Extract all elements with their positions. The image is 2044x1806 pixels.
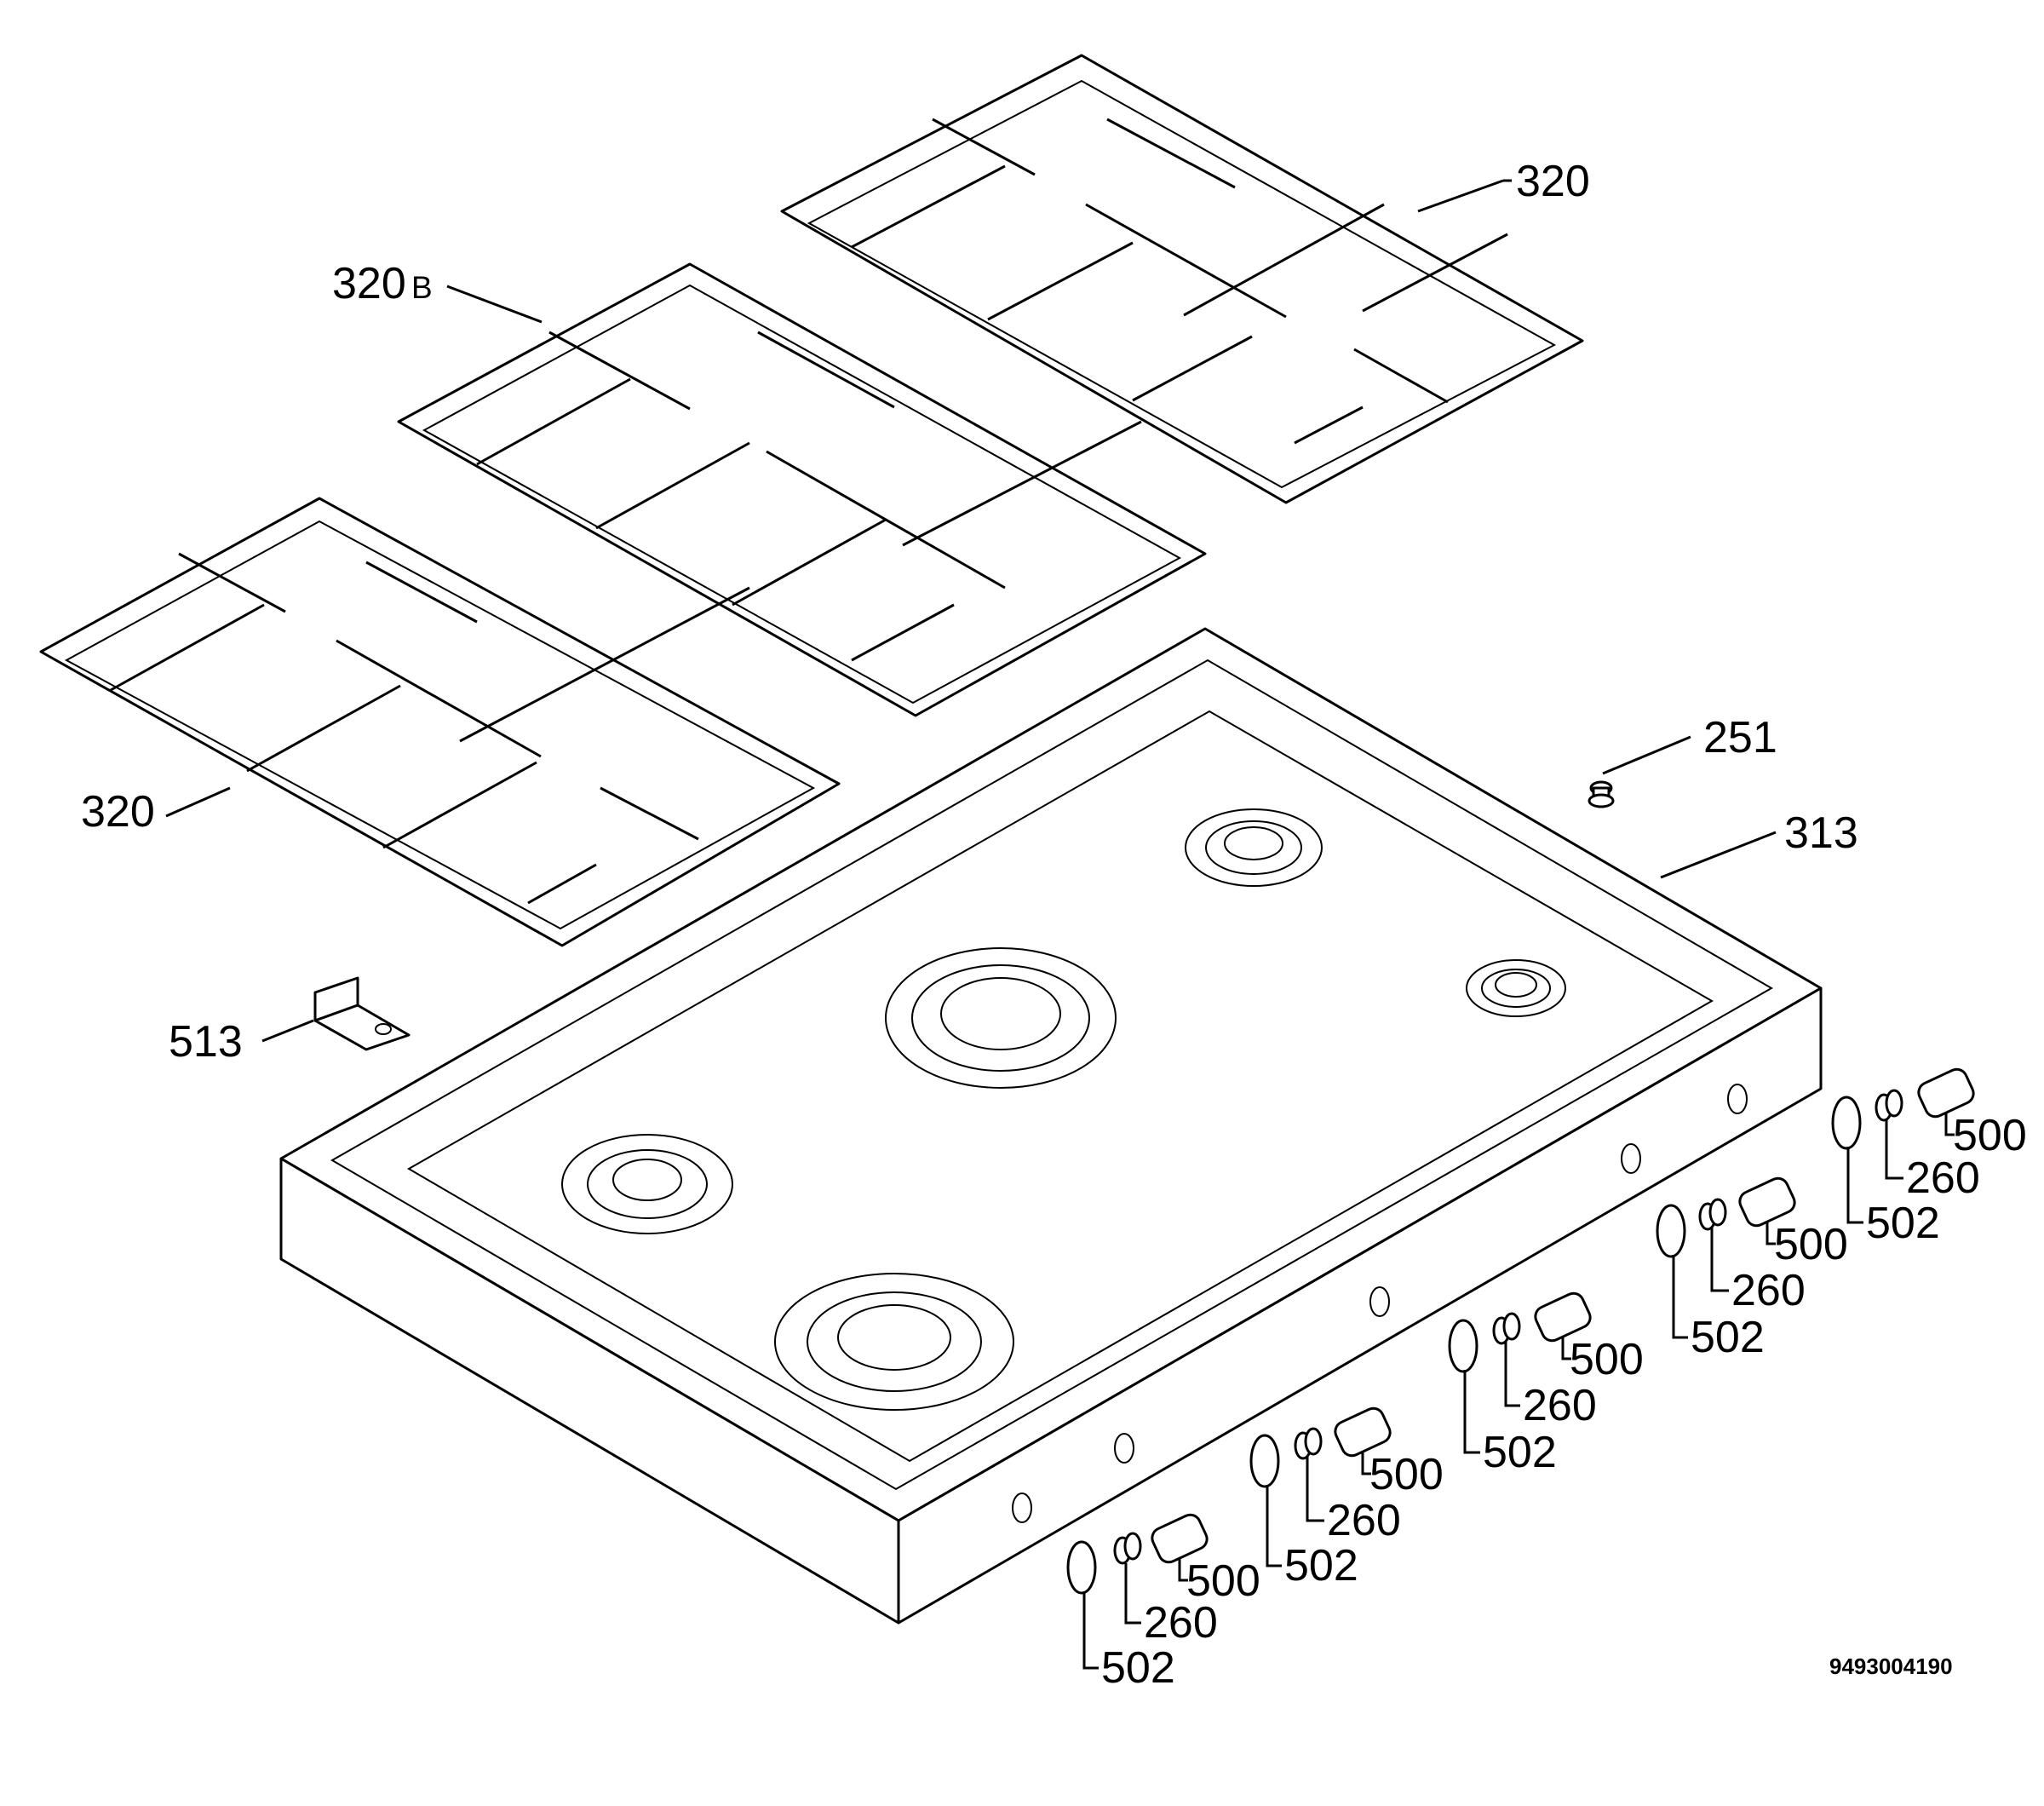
label-513: 513	[169, 1017, 243, 1067]
label-260: 260	[1144, 1598, 1218, 1648]
label-500: 500	[1774, 1220, 1848, 1269]
label-320-right: 320	[1516, 157, 1590, 206]
label-502: 502	[1691, 1313, 1765, 1362]
label-260: 260	[1327, 1496, 1401, 1545]
label-260: 260	[1731, 1266, 1806, 1315]
label-500: 500	[1570, 1335, 1644, 1384]
label-500: 500	[1186, 1556, 1260, 1606]
label-260: 260	[1906, 1153, 1980, 1203]
label-320b-number: 320	[332, 259, 406, 308]
part-labels: 320 320 B 320 251 313 513 500 260 502 50…	[81, 157, 2027, 1693]
pan-support-right	[780, 54, 1584, 504]
burner-left	[561, 1134, 733, 1234]
label-500: 500	[1369, 1450, 1444, 1499]
label-502: 502	[1284, 1541, 1358, 1590]
knob-assembly-2	[1249, 1406, 1392, 1488]
pan-support-middle	[397, 262, 1207, 717]
bracket-513	[313, 976, 411, 1051]
label-251: 251	[1703, 713, 1777, 762]
knob-assemblies	[1066, 1067, 1975, 1595]
burner-rear-right	[1185, 808, 1323, 887]
label-500: 500	[1953, 1111, 2027, 1160]
burner-front-large	[774, 1273, 1014, 1411]
label-502: 502	[1483, 1428, 1557, 1477]
drawing-code: 9493004190	[1829, 1654, 1953, 1679]
burner-right-small	[1466, 959, 1566, 1017]
knob-assembly-5	[1831, 1067, 1975, 1150]
label-320-left: 320	[81, 787, 155, 837]
knob-assembly-4	[1656, 1176, 1796, 1258]
screw-251	[1588, 780, 1615, 808]
knob-assembly-3	[1448, 1291, 1592, 1373]
label-320b-suffix: B	[411, 270, 433, 305]
label-502: 502	[1866, 1199, 1940, 1248]
valve-holes	[1012, 1084, 1748, 1523]
label-313: 313	[1784, 808, 1858, 858]
pan-support-left	[39, 497, 841, 947]
hob-top	[279, 627, 1823, 1625]
leader-lines	[165, 179, 1955, 1670]
label-502: 502	[1101, 1643, 1175, 1693]
label-260: 260	[1523, 1381, 1597, 1430]
burner-center-large	[885, 947, 1117, 1089]
knob-assembly-1	[1066, 1513, 1209, 1595]
